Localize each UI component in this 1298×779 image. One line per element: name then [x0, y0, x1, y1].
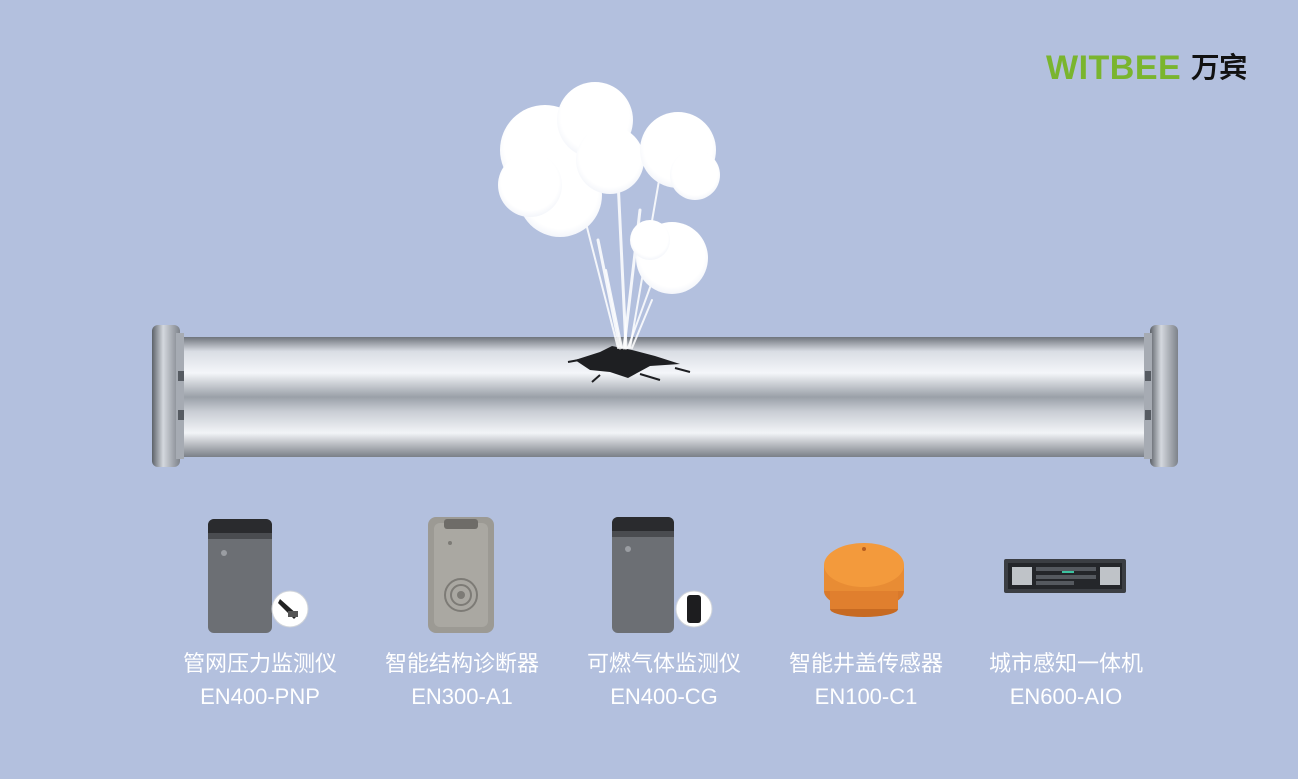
gas-monitor-icon: [612, 517, 713, 633]
product-name: 可燃气体监测仪: [586, 652, 741, 677]
smoke-clouds: [498, 82, 720, 294]
product-name: 管网压力监测仪: [182, 652, 337, 677]
product-name: 智能结构诊断器: [384, 652, 539, 677]
product-name: 城市感知一体机: [988, 652, 1143, 677]
structure-diagnostor-icon: [428, 517, 494, 633]
brand-name-cn: 万宾: [1191, 51, 1248, 84]
product-model: EN600-AIO: [1009, 684, 1123, 709]
brand-name-en: WITBEE: [1046, 49, 1182, 87]
product-model: EN300-A1: [411, 684, 513, 709]
product-name: 智能井盖传感器: [788, 652, 943, 677]
pipe-flange-right: [1150, 325, 1178, 467]
steam-jets: [579, 139, 667, 350]
pipe-crack: [567, 346, 691, 383]
product-model: EN400-CG: [610, 684, 718, 709]
product-model: EN100-C1: [814, 684, 918, 709]
product-model: EN400-PNP: [200, 684, 320, 709]
manhole-sensor-icon: [824, 543, 904, 617]
brand-logo: WITBEE 万宾: [1046, 50, 1247, 86]
pressure-monitor-icon: [208, 519, 309, 633]
pipe-flange-left: [152, 325, 180, 467]
server-icon: [1004, 559, 1126, 593]
pipe-body: [168, 337, 1158, 457]
